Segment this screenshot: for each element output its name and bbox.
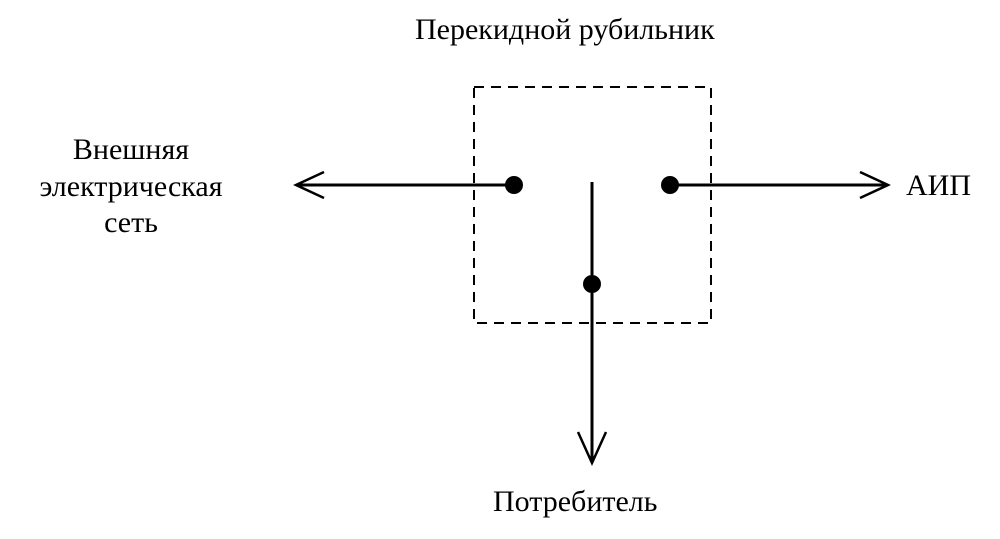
aip-contact (661, 176, 679, 194)
aip-label: АИП (906, 169, 971, 202)
consumer-arrowhead (576, 431, 608, 467)
grid-contact (505, 176, 523, 194)
external-grid-label-line1: Внешняя (72, 133, 190, 166)
external-grid-label-line2: электрическая (39, 169, 223, 203)
aip-arrowhead (859, 170, 891, 200)
consumer-contact (583, 275, 601, 293)
switch-label: Перекидной рубильник (415, 13, 715, 46)
consumer-label: Потребитель (493, 485, 658, 518)
external-grid-label-line3: сеть (104, 206, 158, 240)
external-grid-label: Внешняя электрическая сеть (0, 132, 262, 242)
grid-arrowhead (293, 170, 325, 200)
